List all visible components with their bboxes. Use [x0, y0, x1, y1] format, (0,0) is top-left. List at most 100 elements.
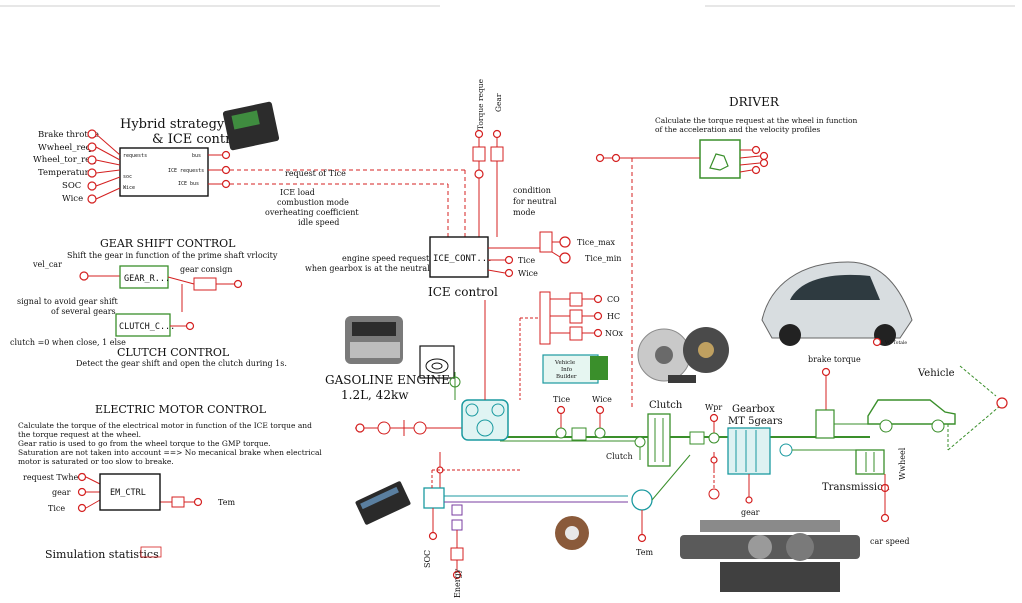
- drive-tice: Tice: [553, 395, 570, 404]
- ice-note-1: combustion mode: [277, 198, 349, 207]
- clutch-block[interactable]: [648, 414, 670, 466]
- hybrid-port-in-0: requests: [123, 153, 147, 159]
- clutch-signal-label: Clutch: [606, 452, 633, 461]
- engine-speed-line-0: engine speed request: [342, 254, 430, 263]
- car-concept-image: [762, 262, 912, 346]
- energy-output-label: Energy: [453, 568, 462, 598]
- clutch-kit-image: [638, 327, 729, 383]
- ice-note-2: overheating coefficient: [265, 208, 359, 217]
- gearbox-line2: MT 5gears: [728, 416, 783, 427]
- clutch-control-group: CLUTCH_C... clutch =0 when close, 1 else…: [10, 314, 287, 368]
- condition-line-2: mode: [513, 208, 536, 217]
- gear-shift-title: GEAR SHIFT CONTROL: [100, 237, 236, 250]
- ice-control-group: Torque reque Gear condition for neutral …: [305, 78, 621, 299]
- vel-car-port[interactable]: [80, 272, 88, 280]
- driver-block[interactable]: [700, 140, 740, 178]
- car-speed-label: car speed: [870, 537, 909, 546]
- vehicle-output-port[interactable]: [997, 398, 1007, 408]
- vehicle-block[interactable]: [868, 400, 955, 432]
- gear-shift-group: GEAR SHIFT CONTROL Shift the gear in fun…: [17, 237, 278, 316]
- engine-name: GASOLINE ENGINE: [325, 373, 450, 387]
- condition-line-0: condition: [513, 186, 551, 195]
- gear-input-label: gear: [741, 508, 760, 517]
- hybrid-input-3: Temperature: [38, 168, 94, 178]
- ice-out-wice: Wice: [518, 269, 538, 278]
- avoid-note-2: of several gears: [51, 307, 116, 316]
- tem-input-label: Tem: [636, 548, 653, 557]
- ice-out-tice-min: Tice_min: [585, 254, 621, 263]
- ice-note-0: ICE load: [280, 188, 315, 197]
- ice-out-tice-max: Tice_max: [577, 238, 615, 247]
- gear-label: Gear: [494, 93, 503, 112]
- brake-block[interactable]: [816, 410, 834, 438]
- transmission-block[interactable]: [856, 450, 884, 474]
- em-desc-0: Calculate the torque of the electrical m…: [18, 421, 312, 430]
- engine-spec: 1.2L, 42kw: [341, 388, 409, 402]
- em-desc-3: Saturation are not taken into account ==…: [18, 448, 322, 457]
- emission-co: CO: [607, 295, 620, 304]
- ice-control-caption: ICE control: [428, 285, 498, 299]
- em-input-2: Tice: [48, 504, 65, 513]
- vehicle-small-label: VC Totale: [884, 340, 907, 346]
- vel-car-label: vel_car: [32, 260, 62, 269]
- drive-wice: Wice: [592, 395, 612, 404]
- driver-title: DRIVER: [729, 95, 780, 109]
- condition-line-1: for neutral: [513, 197, 557, 206]
- gearbox-line1: Gearbox: [732, 404, 775, 415]
- gear-consign-label: gear consign: [180, 265, 232, 274]
- hybrid-input-2: Wheel_tor_req: [33, 155, 96, 165]
- vehicle-info-builder[interactable]: Vehicle Info Builder: [543, 355, 608, 383]
- em-desc-2: Gear ratio is used to go from the wheel …: [18, 439, 271, 448]
- hybrid-port-in-3: soc: [123, 174, 132, 180]
- em-desc-1: the torque request at the wheel.: [18, 430, 141, 439]
- clutch-note: clutch =0 when close, 1 else: [10, 338, 126, 347]
- em-output-tem: Tem: [218, 498, 235, 507]
- brake-torque-label: brake torque: [808, 355, 861, 364]
- hybrid-port-out-2: ICE bus: [178, 181, 199, 187]
- emission-nox: NOx: [605, 329, 624, 338]
- engine-speed-line-1: when gearbox is at the neutral: [305, 264, 430, 273]
- vehicle-label: Vehicle: [917, 368, 955, 379]
- engine-image: [345, 316, 403, 364]
- hybrid-input-5: Wice: [62, 194, 83, 204]
- electric-motor-image: [555, 516, 589, 550]
- request-tice-label: request of Tice: [285, 169, 346, 178]
- ice-request-links: request of Tice ICE load combustion mode…: [230, 169, 465, 237]
- transmission-label: Transmission: [822, 482, 890, 493]
- em-input-1: gear: [52, 488, 71, 497]
- wwheel-label: Wwheel: [898, 447, 907, 480]
- torque-request-label: Torque reque: [476, 78, 485, 130]
- clutch-control-subtitle: Detect the gear shift and open the clutc…: [76, 359, 287, 368]
- electric-motor-block[interactable]: [632, 490, 652, 510]
- em-control-title: ELECTRIC MOTOR CONTROL: [95, 403, 267, 416]
- gear-shift-subtitle: Shift the gear in function of the prime …: [67, 251, 278, 260]
- soc-output-label: SOC: [423, 550, 432, 568]
- hybrid-strategy-group: Hybrid strategy control & ICE control re…: [33, 101, 280, 204]
- clutch-control-title: CLUTCH CONTROL: [117, 346, 230, 359]
- battery-block[interactable]: [424, 488, 444, 508]
- avoid-note-1: signal to avoid gear shift: [17, 297, 118, 306]
- emission-hc: HC: [607, 312, 620, 321]
- hybrid-port-out-0: bus: [192, 153, 201, 159]
- clutch-c-label: CLUTCH_C...: [119, 322, 175, 332]
- vib-line3: Builder: [556, 374, 577, 380]
- gear-r-label: GEAR_R...: [124, 274, 170, 284]
- hybrid-input-1: Wwheel_req: [38, 143, 92, 153]
- gearbox-image: [680, 520, 860, 592]
- em-desc-4: motor is saturated or too slow to breake…: [18, 457, 174, 466]
- engine-core-block[interactable]: [462, 400, 508, 440]
- gearbox-block[interactable]: [728, 428, 770, 474]
- vib-line1: Vehicle: [554, 360, 575, 366]
- hybrid-port-in-4: Wice: [123, 185, 135, 191]
- em-ctrl-label: EM_CTRL: [110, 488, 146, 498]
- emissions-group: CO HC NOx: [520, 292, 624, 400]
- controller-board-image: [222, 101, 279, 151]
- em-input-0: request Twheel: [23, 473, 86, 482]
- battery-image: [355, 481, 411, 526]
- ice-note-3: idle speed: [298, 218, 339, 227]
- driver-desc-1: Calculate the torque request at the whee…: [655, 116, 858, 125]
- hybrid-input-4: SOC: [62, 181, 81, 191]
- driver-seat-icon: [710, 154, 728, 170]
- ice-out-tice: Tice: [518, 256, 535, 265]
